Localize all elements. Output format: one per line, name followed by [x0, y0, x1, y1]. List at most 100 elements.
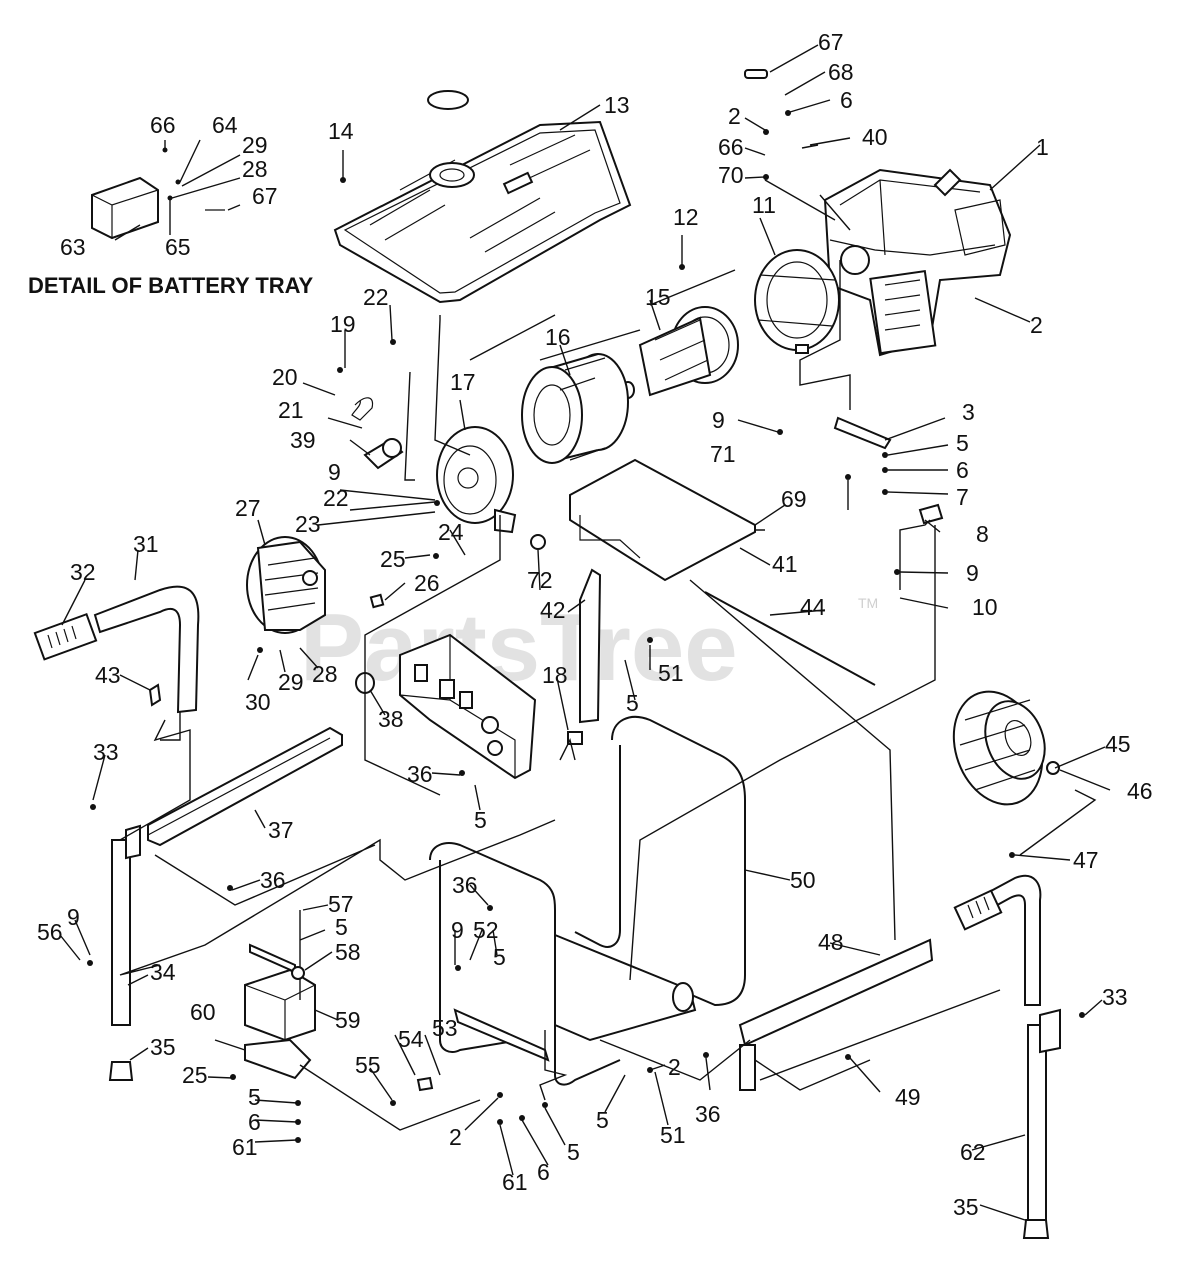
callout-33b: 33	[1102, 984, 1128, 1010]
rail-right	[738, 938, 934, 1091]
callout-28b: 28	[242, 156, 268, 182]
callout-30: 30	[245, 689, 271, 715]
callout-22: 22	[363, 284, 389, 310]
rotor	[621, 306, 739, 399]
callout-65: 65	[165, 234, 191, 260]
callout-52: 52	[473, 917, 499, 943]
callout-9e: 9	[67, 904, 80, 930]
leader-lines	[59, 44, 1111, 1221]
callout-20: 20	[272, 364, 298, 390]
callout-51: 51	[658, 660, 684, 686]
callout-5e: 5	[493, 944, 506, 970]
callout-6: 6	[840, 87, 853, 113]
callout-25b: 25	[182, 1062, 208, 1088]
callout-39: 39	[290, 427, 316, 453]
callout-55: 55	[355, 1052, 381, 1078]
callout-12: 12	[673, 204, 699, 230]
callout-70: 70	[718, 162, 744, 188]
callout-13: 13	[604, 92, 630, 118]
callout-5h: 5	[567, 1139, 580, 1165]
callout-48: 48	[818, 929, 844, 955]
callout-5: 5	[956, 430, 969, 456]
callout-47: 47	[1073, 847, 1099, 873]
callout-7: 7	[956, 484, 969, 510]
callout-54: 54	[398, 1026, 424, 1052]
callout-53: 53	[432, 1015, 458, 1041]
callout-49: 49	[895, 1084, 921, 1110]
callout-23: 23	[295, 511, 321, 537]
callout-36c: 36	[452, 872, 478, 898]
callout-58: 58	[335, 939, 361, 965]
callout-72: 72	[527, 567, 553, 593]
battery-tray	[244, 910, 316, 1080]
callout-21: 21	[278, 397, 304, 423]
callout-40: 40	[862, 124, 888, 150]
callout-27: 27	[235, 495, 261, 521]
callout-31: 31	[133, 531, 159, 557]
rail-left	[147, 726, 343, 847]
callout-50: 50	[790, 867, 816, 893]
callout-26: 26	[414, 570, 440, 596]
callout-25: 25	[380, 546, 406, 572]
callout-9: 9	[712, 407, 725, 433]
callout-61b: 61	[502, 1169, 528, 1195]
callout-45: 45	[1105, 731, 1131, 757]
cradle-plates	[530, 458, 756, 745]
callout-9d: 9	[451, 917, 464, 943]
callout-71: 71	[710, 441, 736, 467]
callout-3: 3	[962, 399, 975, 425]
callout-28: 28	[312, 661, 338, 687]
callout-32: 32	[70, 559, 96, 585]
callout-5d: 5	[335, 914, 348, 940]
callout-46: 46	[1127, 778, 1153, 804]
detail-title: DETAIL OF BATTERY TRAY	[28, 273, 314, 298]
callout-63: 63	[60, 234, 86, 260]
fuel-tank	[333, 90, 632, 304]
handle-left	[33, 585, 200, 714]
watermark-trademark: TM	[858, 595, 878, 611]
callout-64: 64	[212, 112, 238, 138]
handle-right	[953, 874, 1061, 1239]
callout-56: 56	[37, 919, 63, 945]
callout-69: 69	[781, 486, 807, 512]
callout-67b: 67	[252, 183, 278, 209]
callout-43: 43	[95, 662, 121, 688]
control-panel	[355, 633, 537, 780]
callout-9b: 9	[328, 459, 341, 485]
wheel	[952, 690, 1060, 806]
callout-18: 18	[542, 662, 568, 688]
callout-22b: 22	[323, 485, 349, 511]
callout-68: 68	[828, 59, 854, 85]
callout-37: 37	[268, 817, 294, 843]
callout-17: 17	[450, 369, 476, 395]
callout-8: 8	[976, 521, 989, 547]
fan-housing	[754, 249, 840, 354]
callout-38: 38	[378, 706, 404, 732]
callout-59: 59	[335, 1007, 361, 1033]
callout-29b: 29	[242, 132, 268, 158]
callout-5g: 5	[596, 1107, 609, 1133]
callout-67: 67	[818, 29, 844, 55]
fasteners	[87, 69, 1085, 1143]
callout-36: 36	[407, 761, 433, 787]
leg-left	[108, 824, 141, 1081]
callout-36b: 36	[260, 867, 286, 893]
callout-66b: 66	[150, 112, 176, 138]
callout-2b: 2	[1030, 312, 1043, 338]
callout-29: 29	[278, 669, 304, 695]
callout-34: 34	[150, 959, 176, 985]
callout-2c: 2	[668, 1054, 681, 1080]
callout-44: 44	[800, 594, 826, 620]
callout-15: 15	[645, 284, 671, 310]
callout-35: 35	[150, 1034, 176, 1060]
callout-19: 19	[330, 311, 356, 337]
callout-24: 24	[438, 519, 464, 545]
callout-labels: 67 68 6 2 40 66 70 1 13 14 12 11 2 15 16…	[37, 29, 1153, 1220]
callout-14: 14	[328, 118, 354, 144]
cap-and-clip	[351, 397, 404, 470]
rear-cover	[246, 536, 385, 634]
callout-33: 33	[93, 739, 119, 765]
main-frame	[429, 715, 746, 1086]
callout-41: 41	[772, 551, 798, 577]
